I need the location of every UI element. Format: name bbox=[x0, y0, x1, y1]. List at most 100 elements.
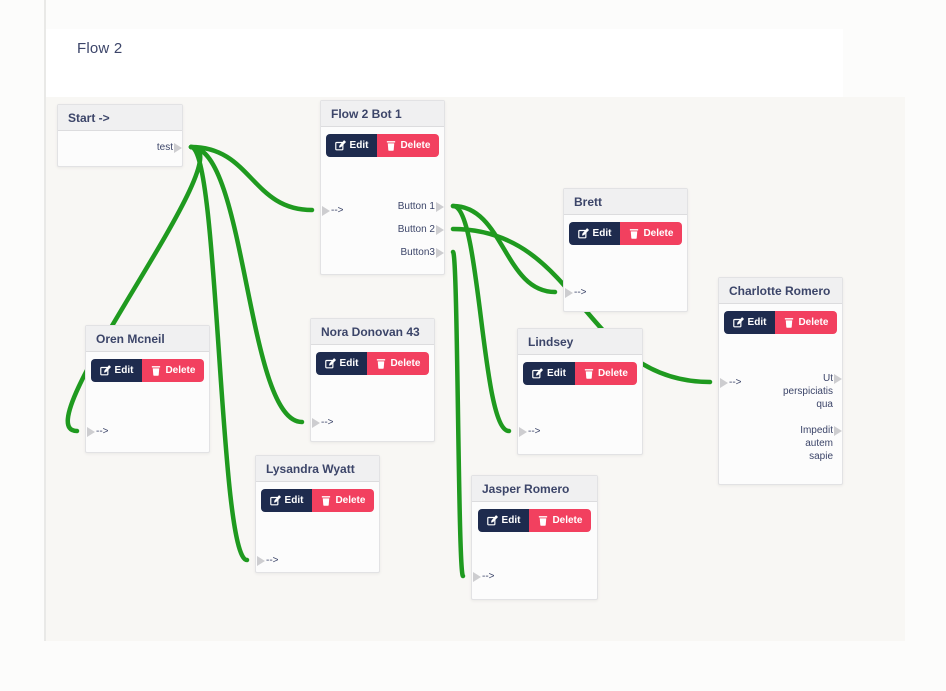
node-flow2bot1[interactable]: Flow 2 Bot 1 Edit Delete --> Button 1 Button … bbox=[320, 100, 445, 275]
trash-icon bbox=[538, 515, 548, 526]
input-port-arrow-icon[interactable] bbox=[257, 556, 265, 566]
output-port[interactable]: Button 2 bbox=[397, 223, 444, 237]
input-port-arrow-icon[interactable] bbox=[322, 206, 330, 216]
connection-path[interactable] bbox=[188, 144, 250, 563]
input-port-arrow-icon[interactable] bbox=[565, 288, 573, 298]
output-port-label: test bbox=[156, 142, 173, 153]
connection-path[interactable] bbox=[450, 203, 558, 295]
delete-button[interactable]: Delete bbox=[312, 489, 375, 512]
edit-button[interactable]: Edit bbox=[477, 509, 530, 532]
node-title: Lindsey bbox=[518, 329, 642, 355]
node-title: Nora Donovan 43 bbox=[311, 319, 434, 345]
edit-button[interactable]: Edit bbox=[315, 352, 368, 375]
input-port[interactable]: --> bbox=[473, 570, 495, 584]
output-port[interactable]: Impedit autem sapie bbox=[800, 424, 842, 462]
edit-icon bbox=[99, 365, 111, 376]
output-port-label: Button 2 bbox=[397, 224, 435, 235]
panel-left-edge bbox=[44, 0, 46, 641]
delete-button-label: Delete bbox=[400, 140, 431, 151]
node-title: Oren Mcneil bbox=[86, 326, 209, 352]
edit-icon bbox=[577, 228, 589, 239]
input-port-arrow-icon[interactable] bbox=[473, 572, 481, 582]
delete-button[interactable]: Delete bbox=[574, 362, 637, 385]
output-port-arrow-icon[interactable] bbox=[436, 225, 444, 235]
output-port-label: sapie bbox=[809, 451, 833, 462]
connection-path[interactable] bbox=[450, 249, 466, 579]
connection-path[interactable] bbox=[450, 203, 512, 434]
edit-button[interactable]: Edit bbox=[90, 359, 143, 382]
node-start[interactable]: Start -> test bbox=[57, 104, 183, 167]
delete-button-label: Delete bbox=[643, 228, 674, 239]
input-port[interactable]: --> bbox=[322, 204, 344, 218]
input-port[interactable]: --> bbox=[720, 376, 742, 390]
input-port[interactable]: --> bbox=[312, 416, 334, 430]
output-port[interactable]: Button 1 bbox=[397, 200, 444, 214]
edit-button[interactable]: Edit bbox=[260, 489, 313, 512]
delete-button[interactable]: Delete bbox=[142, 359, 205, 382]
node-title: Flow 2 Bot 1 bbox=[321, 101, 444, 127]
output-port-arrow-icon[interactable] bbox=[436, 202, 444, 212]
node-title: Start -> bbox=[58, 105, 182, 131]
connection-path[interactable] bbox=[188, 144, 305, 425]
delete-button[interactable]: Delete bbox=[529, 509, 592, 532]
output-port-label: Button 1 bbox=[397, 201, 435, 212]
edit-button-label: Edit bbox=[592, 228, 612, 239]
output-port-label: autem bbox=[805, 438, 833, 449]
delete-button[interactable]: Delete bbox=[775, 311, 838, 334]
input-port-arrow-icon[interactable] bbox=[720, 378, 728, 388]
input-port-label: --> bbox=[96, 426, 109, 437]
input-port-arrow-icon[interactable] bbox=[519, 427, 527, 437]
input-port-label: --> bbox=[266, 555, 279, 566]
node-actions: Edit Delete bbox=[518, 362, 642, 385]
output-port-label: Impedit bbox=[800, 425, 833, 436]
flow-header bbox=[46, 29, 843, 98]
node-title: Brett bbox=[564, 189, 687, 215]
edit-button-label: Edit bbox=[284, 495, 304, 506]
delete-button[interactable]: Delete bbox=[377, 134, 440, 157]
output-port-arrow-icon[interactable] bbox=[436, 248, 444, 258]
edit-button[interactable]: Edit bbox=[723, 311, 776, 334]
input-port[interactable]: --> bbox=[87, 425, 109, 439]
input-port-label: --> bbox=[729, 377, 742, 388]
edit-button[interactable]: Edit bbox=[568, 222, 621, 245]
delete-button-label: Delete bbox=[597, 368, 628, 379]
input-port-arrow-icon[interactable] bbox=[87, 427, 95, 437]
input-port-arrow-icon[interactable] bbox=[312, 418, 320, 428]
node-title: Jasper Romero bbox=[472, 476, 597, 502]
delete-button[interactable]: Delete bbox=[367, 352, 430, 375]
output-port-arrow-icon[interactable] bbox=[834, 426, 842, 436]
trash-icon bbox=[151, 365, 161, 376]
input-port[interactable]: --> bbox=[519, 425, 541, 439]
node-actions: Edit Delete bbox=[321, 134, 444, 157]
output-port-label: qua bbox=[816, 399, 833, 410]
delete-button[interactable]: Delete bbox=[620, 222, 683, 245]
node-actions: Edit Delete bbox=[564, 222, 687, 245]
trash-icon bbox=[376, 358, 386, 369]
edit-icon bbox=[334, 140, 346, 151]
edit-icon bbox=[532, 368, 543, 379]
edit-button-label: Edit bbox=[501, 515, 521, 526]
edit-button-label: Edit bbox=[349, 140, 369, 151]
edit-button-label: Edit bbox=[747, 317, 767, 328]
node-title: Lysandra Wyatt bbox=[256, 456, 379, 482]
edit-icon bbox=[732, 317, 744, 328]
edit-button[interactable]: Edit bbox=[325, 134, 378, 157]
output-port[interactable]: Button3 bbox=[401, 246, 444, 260]
input-port[interactable]: --> bbox=[565, 286, 587, 300]
output-port[interactable]: test bbox=[156, 141, 182, 155]
output-port-arrow-icon[interactable] bbox=[174, 143, 182, 153]
output-port-arrow-icon[interactable] bbox=[834, 374, 842, 384]
input-port[interactable]: --> bbox=[257, 554, 279, 568]
node-actions: Edit Delete bbox=[719, 311, 842, 334]
edit-button[interactable]: Edit bbox=[523, 362, 575, 385]
connection-path[interactable] bbox=[188, 144, 315, 213]
